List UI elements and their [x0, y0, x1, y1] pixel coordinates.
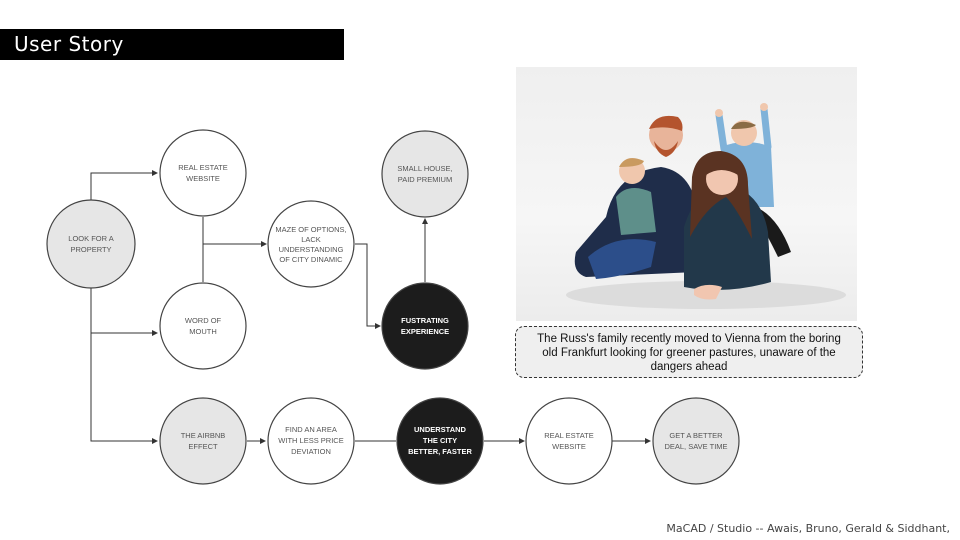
node-label-line: THE CITY: [423, 436, 457, 445]
node-label-line: REAL ESTATE: [544, 431, 593, 440]
node-label-line: THE AIRBNB: [181, 431, 226, 440]
node-label-line: SMALL HOUSE,: [397, 164, 452, 173]
node-label-line: REAL ESTATE: [178, 163, 227, 172]
caption-text: The Russ's family recently moved to Vien…: [537, 333, 841, 373]
node-small-house: SMALL HOUSE, PAID PREMIUM: [381, 130, 469, 218]
node-airbnb-effect: THE AIRBNB EFFECT: [159, 397, 247, 485]
node-maze-of-options: MAZE OF OPTIONS, LACK UNDERSTANDING OF C…: [267, 200, 355, 288]
node-label-line: WITH LESS PRICE: [278, 436, 343, 445]
node-label-line: WORD OF: [185, 316, 222, 325]
node-label-line: GET A BETTER: [669, 431, 723, 440]
node-label-line: FUSTRATING: [401, 316, 449, 325]
node-label-line: BETTER, FASTER: [408, 447, 472, 456]
node-label-line: DEVIATION: [291, 447, 331, 456]
node-label-line: LOOK FOR A: [68, 234, 113, 243]
connector-look-to-website: [90, 170, 158, 200]
node-label-line: MAZE OF OPTIONS,: [275, 225, 346, 234]
node-frustrating-experience: FUSTRATING EXPERIENCE: [381, 282, 469, 370]
node-word-of-mouth: WORD OF MOUTH: [159, 282, 247, 370]
node-find-area: FIND AN AREA WITH LESS PRICE DEVIATION: [267, 397, 355, 485]
node-look-for-property: LOOK FOR A PROPERTY: [46, 199, 136, 289]
node-label-line: PAID PREMIUM: [398, 175, 452, 184]
node-label-line: LACK: [301, 235, 321, 244]
node-label-line: UNDERSTANDING: [279, 245, 344, 254]
node-real-estate-website-top: REAL ESTATE WEBSITE: [159, 129, 247, 217]
node-label-line: WEBSITE: [552, 442, 586, 451]
page-title: User Story: [14, 32, 124, 56]
family-photo: [516, 67, 857, 321]
node-label-line: MOUTH: [189, 327, 217, 336]
node-understand-city: UNDERSTAND THE CITY BETTER, FASTER: [396, 397, 484, 485]
node-label-line: UNDERSTAND: [414, 425, 467, 434]
connector-look-to-mouth: [90, 288, 158, 336]
node-label-line: OF CITY DINAMIC: [279, 255, 343, 264]
node-better-deal: GET A BETTER DEAL, SAVE TIME: [652, 397, 740, 485]
connector-website-to-maze: [202, 217, 267, 247]
footer-credit: MaCAD / Studio -- Awais, Bruno, Gerald &…: [666, 522, 950, 535]
photo-caption: The Russ's family recently moved to Vien…: [515, 326, 863, 378]
node-label-line: EXPERIENCE: [401, 327, 449, 336]
node-label-line: PROPERTY: [70, 245, 111, 254]
node-label-line: DEAL, SAVE TIME: [664, 442, 727, 451]
connector-look-to-airbnb: [90, 333, 158, 444]
node-label-line: FIND AN AREA: [285, 425, 337, 434]
family-photo-illustration: [566, 103, 846, 309]
node-label-line: WEBSITE: [186, 174, 220, 183]
node-label-line: EFFECT: [188, 442, 218, 451]
node-real-estate-website-bottom: REAL ESTATE WEBSITE: [525, 397, 613, 485]
connector-maze-to-frustrating: [355, 243, 381, 329]
title-bar: User Story: [0, 29, 344, 60]
